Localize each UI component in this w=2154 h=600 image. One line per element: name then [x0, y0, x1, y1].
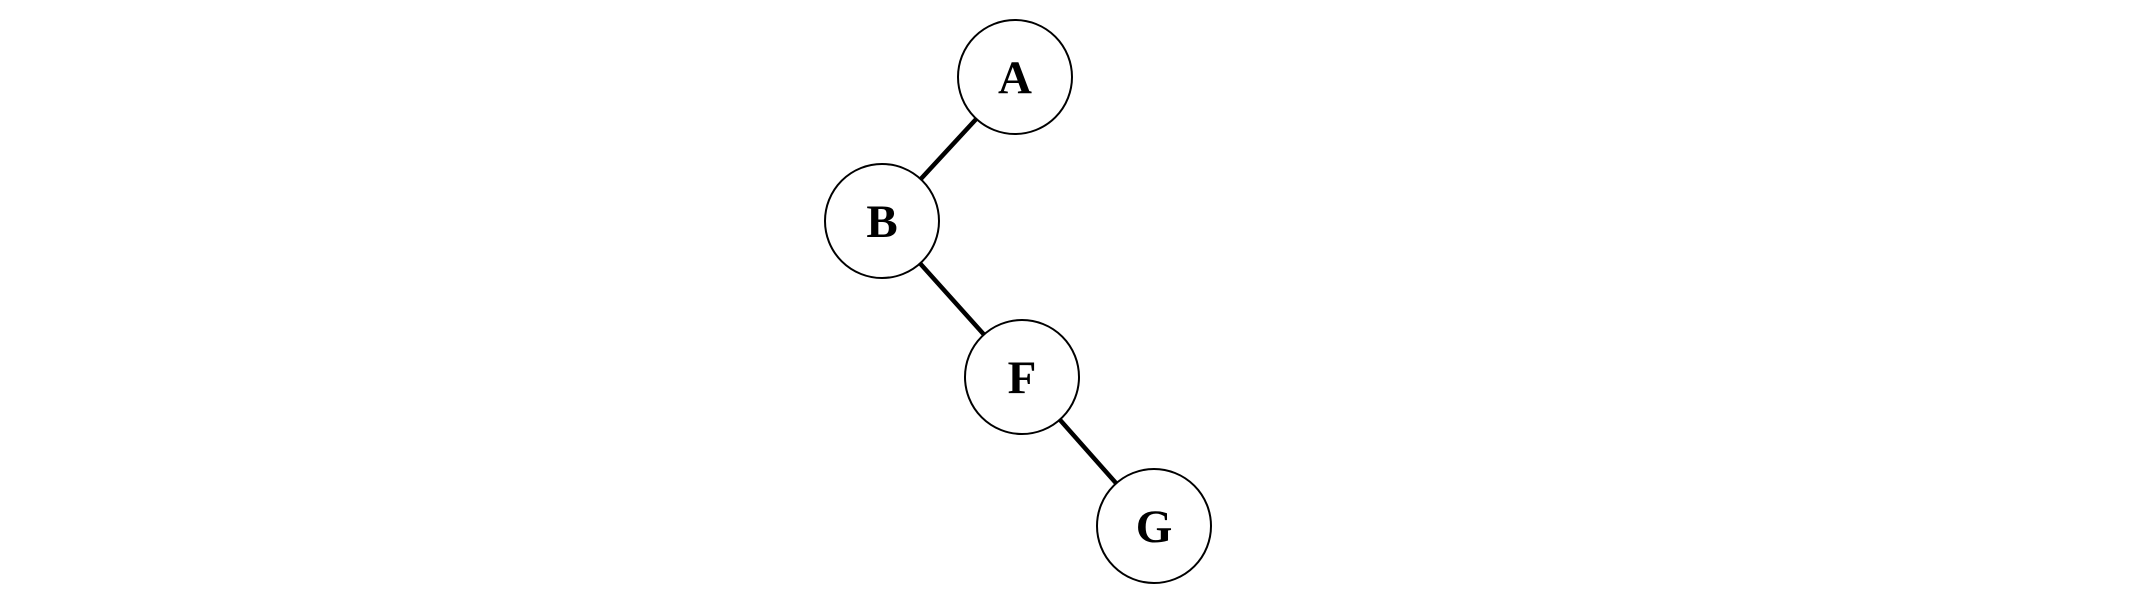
- edges-layer: [880, 75, 1156, 528]
- node-label-F: F: [1008, 352, 1037, 404]
- node-circle-F: [964, 319, 1080, 435]
- node-label-B: B: [866, 196, 897, 248]
- node-F: F: [964, 319, 1080, 435]
- node-label-G: G: [1136, 501, 1173, 553]
- node-G: G: [1096, 468, 1212, 584]
- nodes-layer: A B F G: [824, 19, 1212, 584]
- node-label-A: A: [998, 52, 1032, 104]
- node-circle-B: [824, 163, 940, 279]
- node-B: B: [824, 163, 940, 279]
- node-circle-A: [957, 19, 1073, 135]
- node-circle-G: [1096, 468, 1212, 584]
- node-A: A: [957, 19, 1073, 135]
